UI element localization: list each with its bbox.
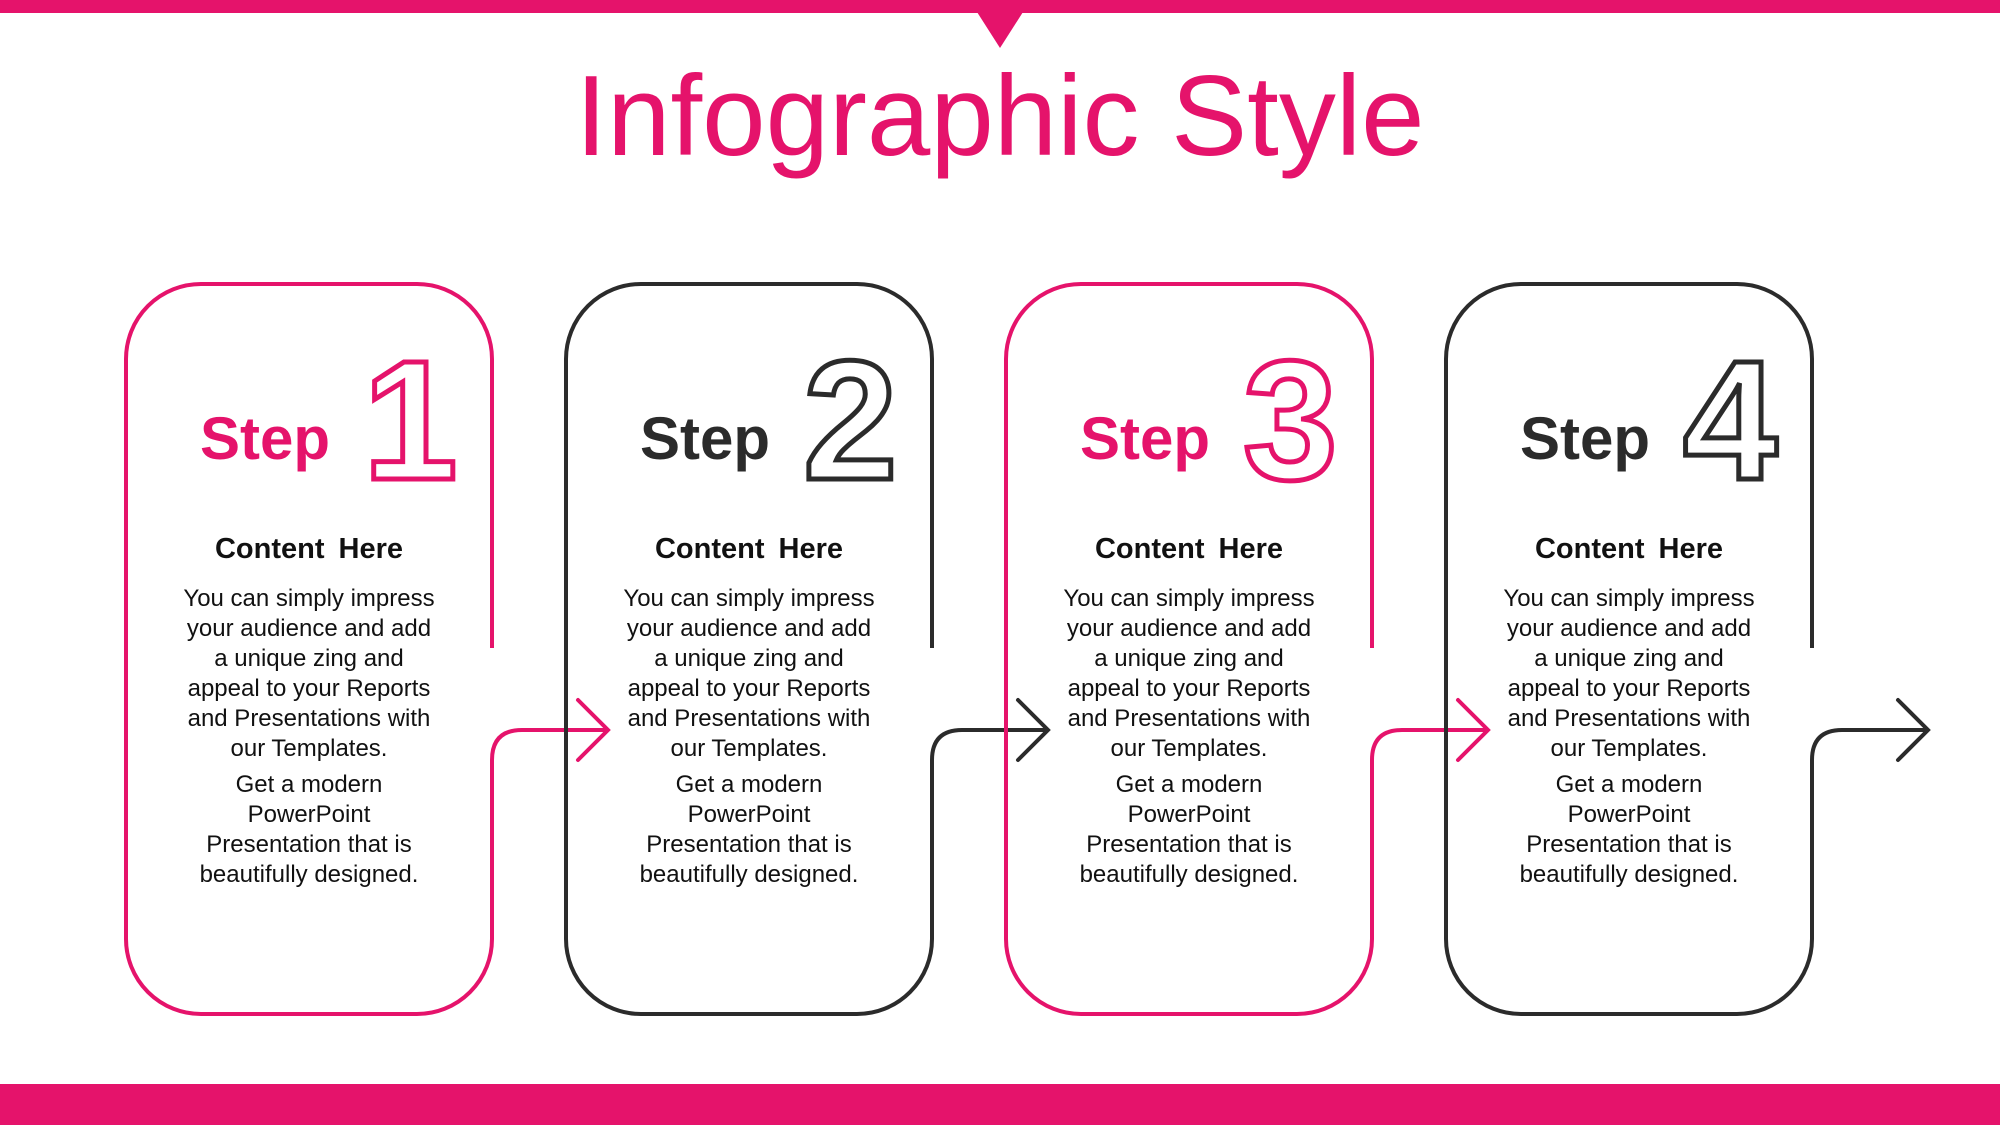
step-number: 1: [361, 326, 461, 516]
step-3-frame-connector: [1004, 282, 1488, 1016]
step-description: You can simply impress your audience and…: [179, 584, 439, 896]
top-accent-bar: [0, 0, 2000, 13]
step-description: You can simply impress your audience and…: [1059, 584, 1319, 896]
step-4-frame-connector: [1444, 282, 1928, 1016]
step-label: Step: [200, 405, 331, 472]
step-paragraph-2: Get a modern PowerPoint Presentation tha…: [639, 771, 859, 888]
step-description: You can simply impress your audience and…: [1499, 584, 1759, 896]
step-number: 4: [1681, 326, 1781, 516]
step-label: Step: [1520, 405, 1651, 472]
step-label: Step: [1080, 405, 1211, 472]
step-1-arrowhead: [576, 698, 611, 762]
step-2-arrowhead: [1016, 698, 1051, 762]
step-number: 2: [801, 326, 901, 516]
step-heading: Content Here: [1534, 533, 1724, 565]
step-heading: Content Here: [214, 533, 404, 565]
step-4-arrowhead: [1896, 698, 1931, 762]
step-heading: Content Here: [654, 533, 844, 565]
page-title: Infographic Style: [575, 53, 1425, 180]
step-paragraph-1: You can simply impress your audience and…: [183, 585, 435, 762]
step-heading: Content Here: [1094, 533, 1284, 565]
step-paragraph-1: You can simply impress your audience and…: [623, 585, 875, 762]
step-paragraph-1: You can simply impress your audience and…: [1063, 585, 1315, 762]
top-notch-pointer: [977, 12, 1023, 48]
step-label: Step: [640, 405, 771, 472]
step-2-frame-connector: [564, 282, 1048, 1016]
step-3-arrowhead: [1456, 698, 1491, 762]
step-1-frame-connector: [124, 282, 608, 1016]
step-description: You can simply impress your audience and…: [619, 584, 879, 896]
bottom-accent-bar: [0, 1084, 2000, 1125]
step-paragraph-2: Get a modern PowerPoint Presentation tha…: [199, 771, 419, 888]
step-paragraph-1: You can simply impress your audience and…: [1503, 585, 1755, 762]
step-paragraph-2: Get a modern PowerPoint Presentation tha…: [1079, 771, 1299, 888]
step-number: 3: [1241, 326, 1341, 516]
step-paragraph-2: Get a modern PowerPoint Presentation tha…: [1519, 771, 1739, 888]
